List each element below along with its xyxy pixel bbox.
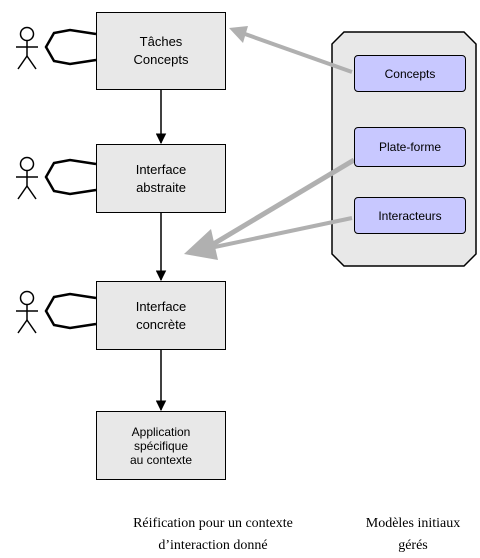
caption-modeles-line2: gérés — [398, 538, 428, 553]
arrow-plateforme-to-concrete — [208, 157, 356, 249]
box-interface-abstraite: Interface abstraite — [96, 144, 226, 213]
arrowhead-concepts — [229, 26, 248, 43]
arrow-concepts-to-taches — [244, 32, 353, 74]
arrow-interacteurs-to-concrete — [209, 216, 353, 250]
caption-reification-line2: d’interaction donné — [158, 538, 268, 553]
box-abstraite-line2: abstraite — [136, 179, 186, 195]
box-application-line3: au contexte — [129, 452, 193, 467]
caption-modeles: Modèles initiaux gérés — [350, 513, 476, 557]
caption-reification-line1: Réification pour un contexte — [133, 516, 293, 531]
box-concrete-line2: concrète — [136, 316, 186, 332]
box-concrete-line1: Interface — [135, 298, 187, 314]
box-taches-line1: Tâches — [139, 34, 183, 49]
box-application-line2: spécifique — [133, 438, 189, 453]
box-interface-concrete: Interface concrète — [96, 281, 226, 350]
box-taches-concepts: Tâches Concepts — [96, 12, 226, 90]
caption-reification: Réification pour un contexte d’interacti… — [118, 513, 308, 557]
box-application: Application spécifique au contexte — [96, 411, 226, 480]
actor-icon — [16, 156, 97, 200]
box-taches-line2: Concepts — [133, 52, 189, 67]
box-abstraite-line1: Interface — [135, 161, 187, 177]
model-interacteurs: Interacteurs — [354, 197, 466, 234]
caption-modeles-line1: Modèles initiaux — [365, 516, 461, 531]
arrowhead-concrete — [184, 229, 218, 260]
model-concepts: Concepts — [354, 55, 466, 92]
actor-icon — [16, 290, 97, 334]
actor-icon — [16, 26, 97, 70]
box-application-line1: Application — [131, 424, 191, 439]
model-plateforme: Plate-forme — [354, 127, 466, 167]
